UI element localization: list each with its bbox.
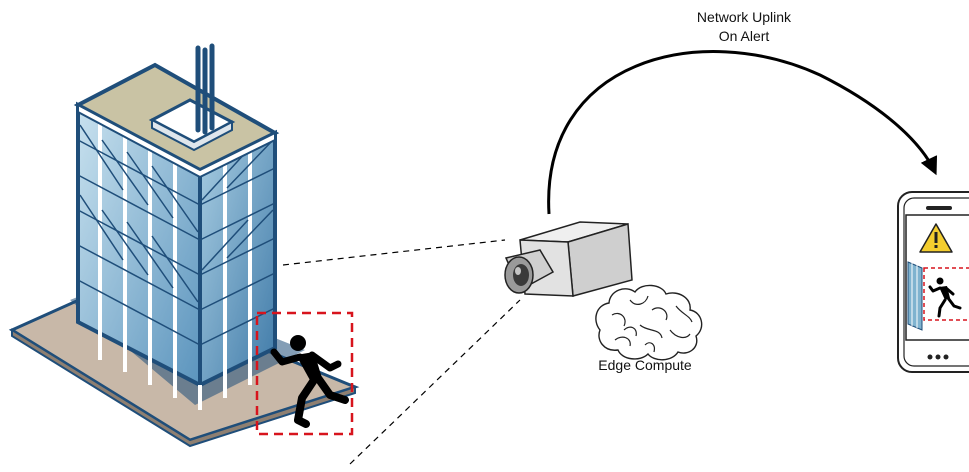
uplink-label-line1: Network Uplink bbox=[696, 9, 792, 25]
building-icon bbox=[8, 43, 360, 448]
warning-icon bbox=[919, 223, 953, 253]
intruder-alert-box bbox=[255, 311, 354, 436]
building-antenna bbox=[195, 43, 215, 135]
uplink-label-line2: On Alert bbox=[718, 28, 770, 44]
brain-icon bbox=[595, 284, 703, 361]
ground-plate-edge bbox=[11, 328, 356, 448]
running-person-icon bbox=[270, 335, 349, 428]
edge-compute-label: Edge Compute bbox=[598, 357, 692, 373]
camera-view-lines bbox=[282, 239, 521, 465]
camera-icon bbox=[504, 221, 633, 297]
uplink-arrow bbox=[547, 50, 938, 215]
smartphone-icon bbox=[897, 191, 969, 373]
